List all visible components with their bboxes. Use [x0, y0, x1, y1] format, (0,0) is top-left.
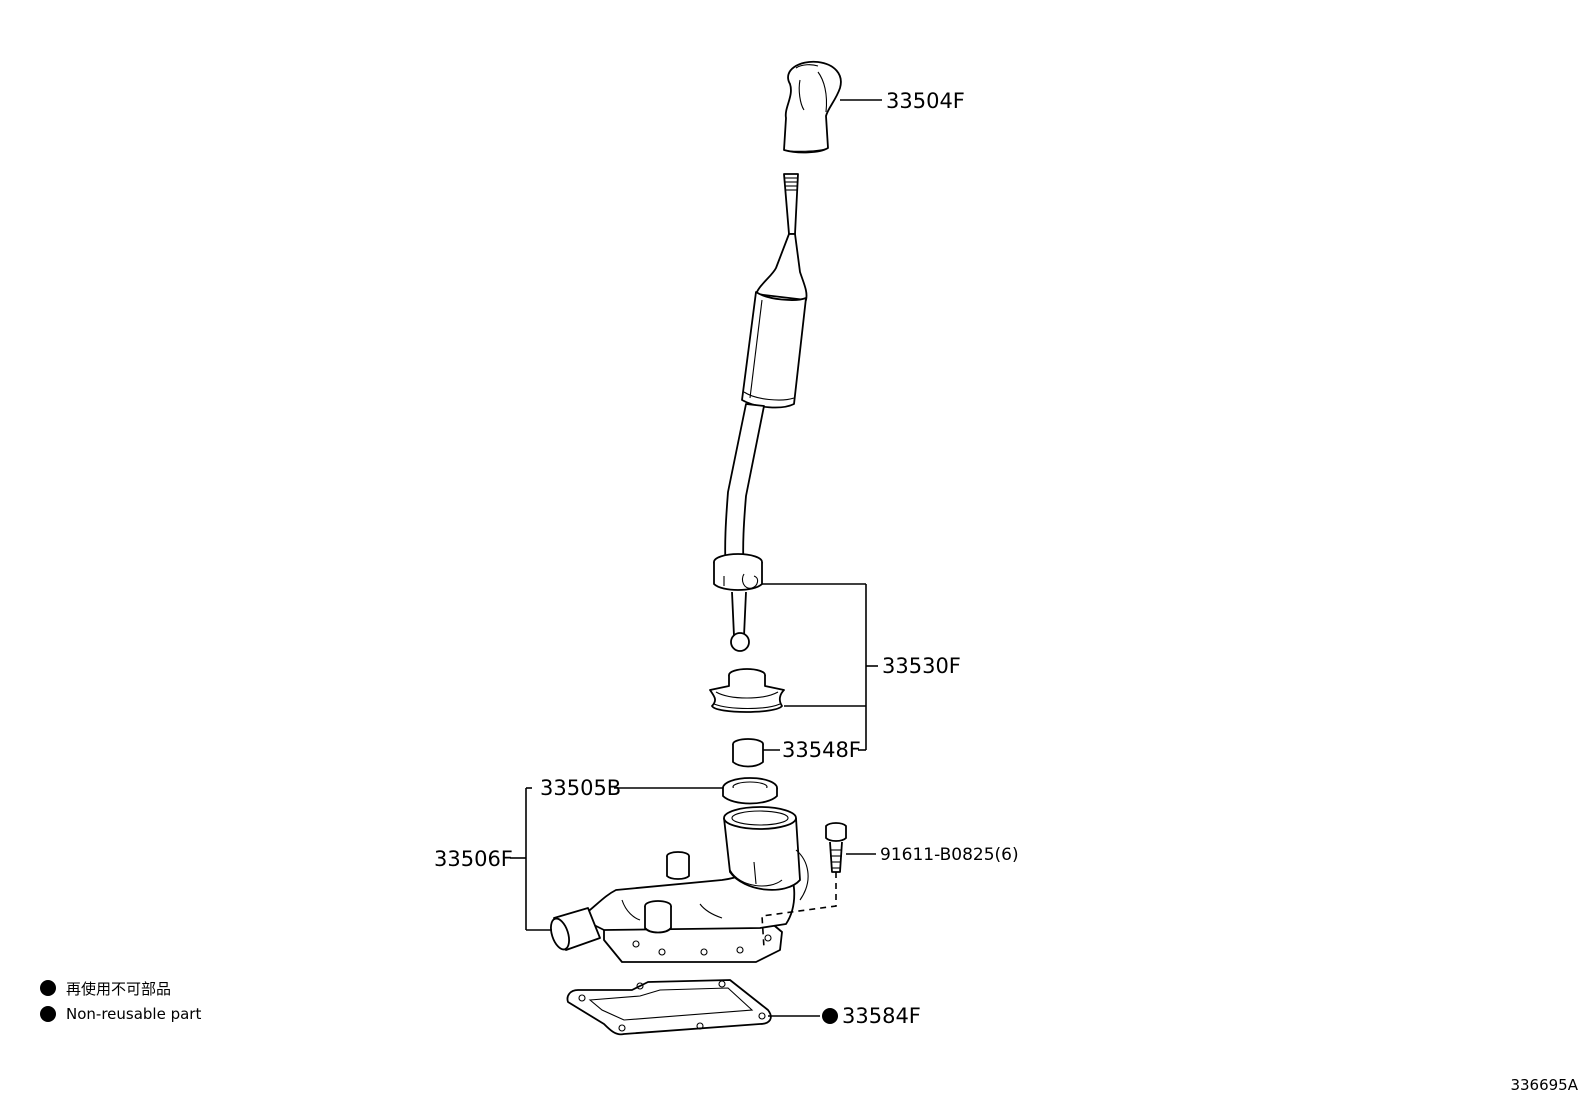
legend-text-en: Non-reusable part [66, 1005, 201, 1023]
reference-code: 336695A [1510, 1076, 1578, 1094]
label-33548F[interactable]: 33548F [782, 738, 861, 762]
bolt-91611-B0825[interactable] [825, 822, 847, 873]
lever-retainer[interactable] [713, 553, 763, 591]
label-33505B[interactable]: 33505B [540, 776, 621, 800]
lever-ball-end[interactable] [730, 591, 750, 652]
legend-bullet-ja [40, 980, 56, 996]
label-91611-B0825[interactable]: 91611-B0825(6) [880, 845, 1019, 865]
label-33584F[interactable]: 33584F [842, 1004, 921, 1028]
seal-33505B[interactable] [722, 777, 778, 805]
shift-lever[interactable] [724, 173, 808, 575]
shift-housing-33506F[interactable] [547, 806, 809, 963]
bushing-33548F[interactable] [732, 738, 764, 768]
part-labels: 33504F 33530F 33548F 33505B 33506F 91611… [434, 89, 1019, 1028]
non-reusable-marker [822, 1008, 838, 1024]
label-33506F[interactable]: 33506F [434, 847, 513, 871]
legend: 再使用不可部品 Non-reusable part [40, 980, 201, 1023]
legend-bullet-en [40, 1006, 56, 1022]
leader-lines [510, 99, 882, 1017]
label-33530F[interactable]: 33530F [882, 654, 961, 678]
shift-knob-33504F[interactable] [783, 60, 842, 154]
legend-text-ja: 再使用不可部品 [66, 980, 171, 998]
shift-boot[interactable] [709, 668, 785, 713]
label-33504F[interactable]: 33504F [886, 89, 965, 113]
gasket-33584F[interactable] [566, 979, 772, 1036]
